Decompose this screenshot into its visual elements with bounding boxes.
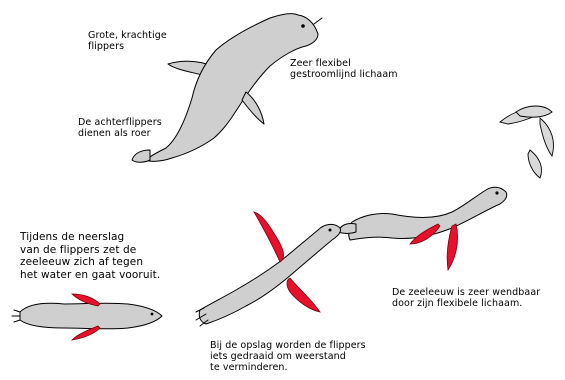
sea-lion-upstroke [196,212,341,326]
label-downstroke: Tijdens de neerslag van de flippers zet … [20,231,160,281]
downstroke-seal-eye [151,313,154,316]
upstroke-seal-left-flipper [254,212,284,262]
large-seal-whisker [314,18,322,24]
upstroke-seal-right-flipper [287,278,320,312]
label-agile: De zeeleeuw is zeer wendbaar door zijn f… [392,287,540,309]
sea-lion-downstroke [12,294,162,340]
label-flexible-body: Zeer flexibel gestroomlijnd lichaam [290,58,398,80]
upstroke-seal-eye [329,229,332,232]
fish-3 [540,118,554,156]
large-seal-side-flipper [242,92,264,124]
large-seal-body [146,14,318,162]
downstroke-seal-rear-flippers [12,310,20,322]
sea-lion-turning [338,187,507,270]
turning-seal-rear-flipper [447,224,457,270]
label-big-flippers: Grote, krachtige flippers [88,30,167,52]
fish-2 [516,106,552,117]
label-rear-flippers: De achterflippers dienen als roer [78,117,162,139]
downstroke-seal-body [20,303,162,329]
fish-school [500,106,554,178]
large-seal-eye [301,24,305,28]
label-upstroke: Bij de opslag worden de flippers iets ge… [210,340,366,373]
large-seal-rear-flippers [132,150,150,162]
fish-4 [528,150,542,178]
turning-seal-eye [495,191,498,194]
